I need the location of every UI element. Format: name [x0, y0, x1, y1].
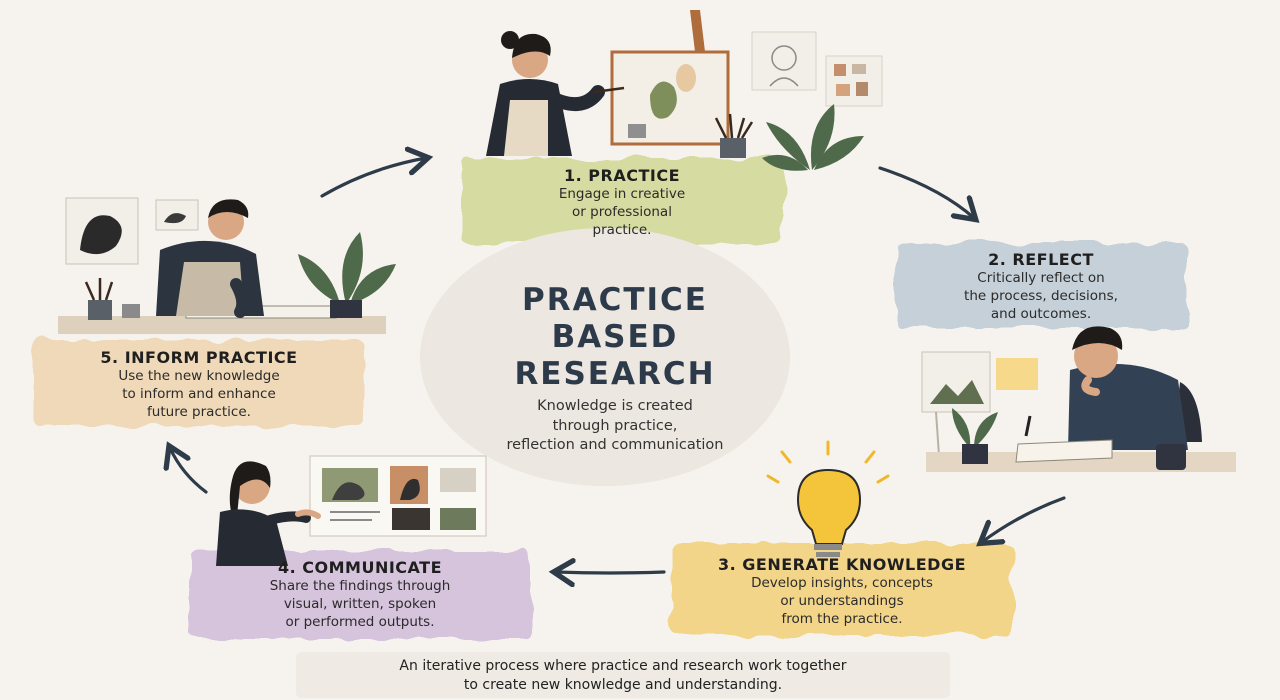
- step-1-description: Engage in creative or professional pract…: [472, 186, 772, 239]
- step-3-line: or understandings: [780, 592, 904, 609]
- step-4-description: Share the findings through visual, writt…: [200, 578, 520, 631]
- footer-box: [296, 652, 950, 698]
- step-3-description: Develop insights, concepts or understand…: [682, 575, 1002, 628]
- plant-icon: [298, 232, 396, 304]
- step-5-swatch: [34, 340, 364, 426]
- center-circle: [420, 228, 790, 486]
- cycle-arrow-icon: [556, 572, 666, 573]
- step-3-title: 3. GENERATE KNOWLEDGE: [717, 555, 967, 574]
- step-1-line: Engage in creative: [558, 186, 686, 202]
- center-subtitle-line: reflection and communication: [506, 437, 724, 454]
- step-3-swatch: [672, 543, 1012, 635]
- plant-icon: [762, 104, 864, 171]
- step-1-line: or professional: [572, 203, 672, 220]
- cycle-arrow-icon: [320, 158, 426, 198]
- center-title: PRACTICE BASED RESEARCH: [480, 282, 750, 394]
- step-5-line: to inform and enhance: [122, 385, 276, 402]
- plant-icon: [952, 408, 998, 448]
- footer-line: to create new knowledge and understandin…: [463, 676, 783, 693]
- step-5-line: Use the new knowledge: [118, 368, 280, 384]
- light-bulb-icon: [766, 440, 890, 557]
- center-subtitle-line: Knowledge is created: [537, 398, 693, 414]
- step-3-line: Develop insights, concepts: [751, 575, 933, 591]
- step-1-title: 1. PRACTICE: [564, 166, 680, 185]
- cycle-arrow-icon: [170, 448, 208, 494]
- center-title-line: PRACTICE: [522, 282, 708, 318]
- step-2-line: the process, decisions,: [964, 287, 1118, 304]
- center-subtitle: Knowledge is created through practice, r…: [470, 397, 760, 456]
- step-2-line: and outcomes.: [990, 305, 1092, 322]
- step-2-line: Critically reflect on: [977, 270, 1105, 286]
- center-title-line: BASED: [551, 319, 679, 356]
- cycle-arrow-icon: [878, 166, 974, 218]
- center-subtitle-line: through practice,: [552, 417, 678, 434]
- step-4-swatch: [190, 550, 530, 638]
- center-title-line: RESEARCH: [514, 356, 716, 393]
- step-1-line: practice.: [592, 221, 652, 238]
- artist-at-table-illustration: [58, 197, 396, 334]
- step-5-title: 5. INFORM PRACTICE: [100, 348, 298, 367]
- footer-caption: An iterative process where practice and …: [296, 657, 950, 695]
- painter-illustration: [486, 10, 883, 171]
- step-4-title: 4. COMMUNICATE: [277, 558, 443, 577]
- step-2-swatch: [896, 242, 1186, 328]
- presenter-illustration: [216, 455, 487, 566]
- step-2-title: 2. REFLECT: [988, 250, 1094, 269]
- step-5-description: Use the new knowledge to inform and enha…: [44, 368, 354, 421]
- step-5-line: future practice.: [147, 403, 251, 420]
- step-3-line: from the practice.: [781, 610, 903, 627]
- step-2-description: Critically reflect on the process, decis…: [906, 270, 1176, 323]
- step-1-swatch: [462, 158, 782, 244]
- step-4-line: Share the findings through: [269, 578, 451, 594]
- step-4-line: or performed outputs.: [285, 613, 435, 630]
- step-4-line: visual, written, spoken: [283, 595, 437, 612]
- footer-line: An iterative process where practice and …: [399, 658, 847, 674]
- reflecting-person-illustration: [921, 326, 1236, 472]
- cycle-arrow-icon: [982, 496, 1066, 542]
